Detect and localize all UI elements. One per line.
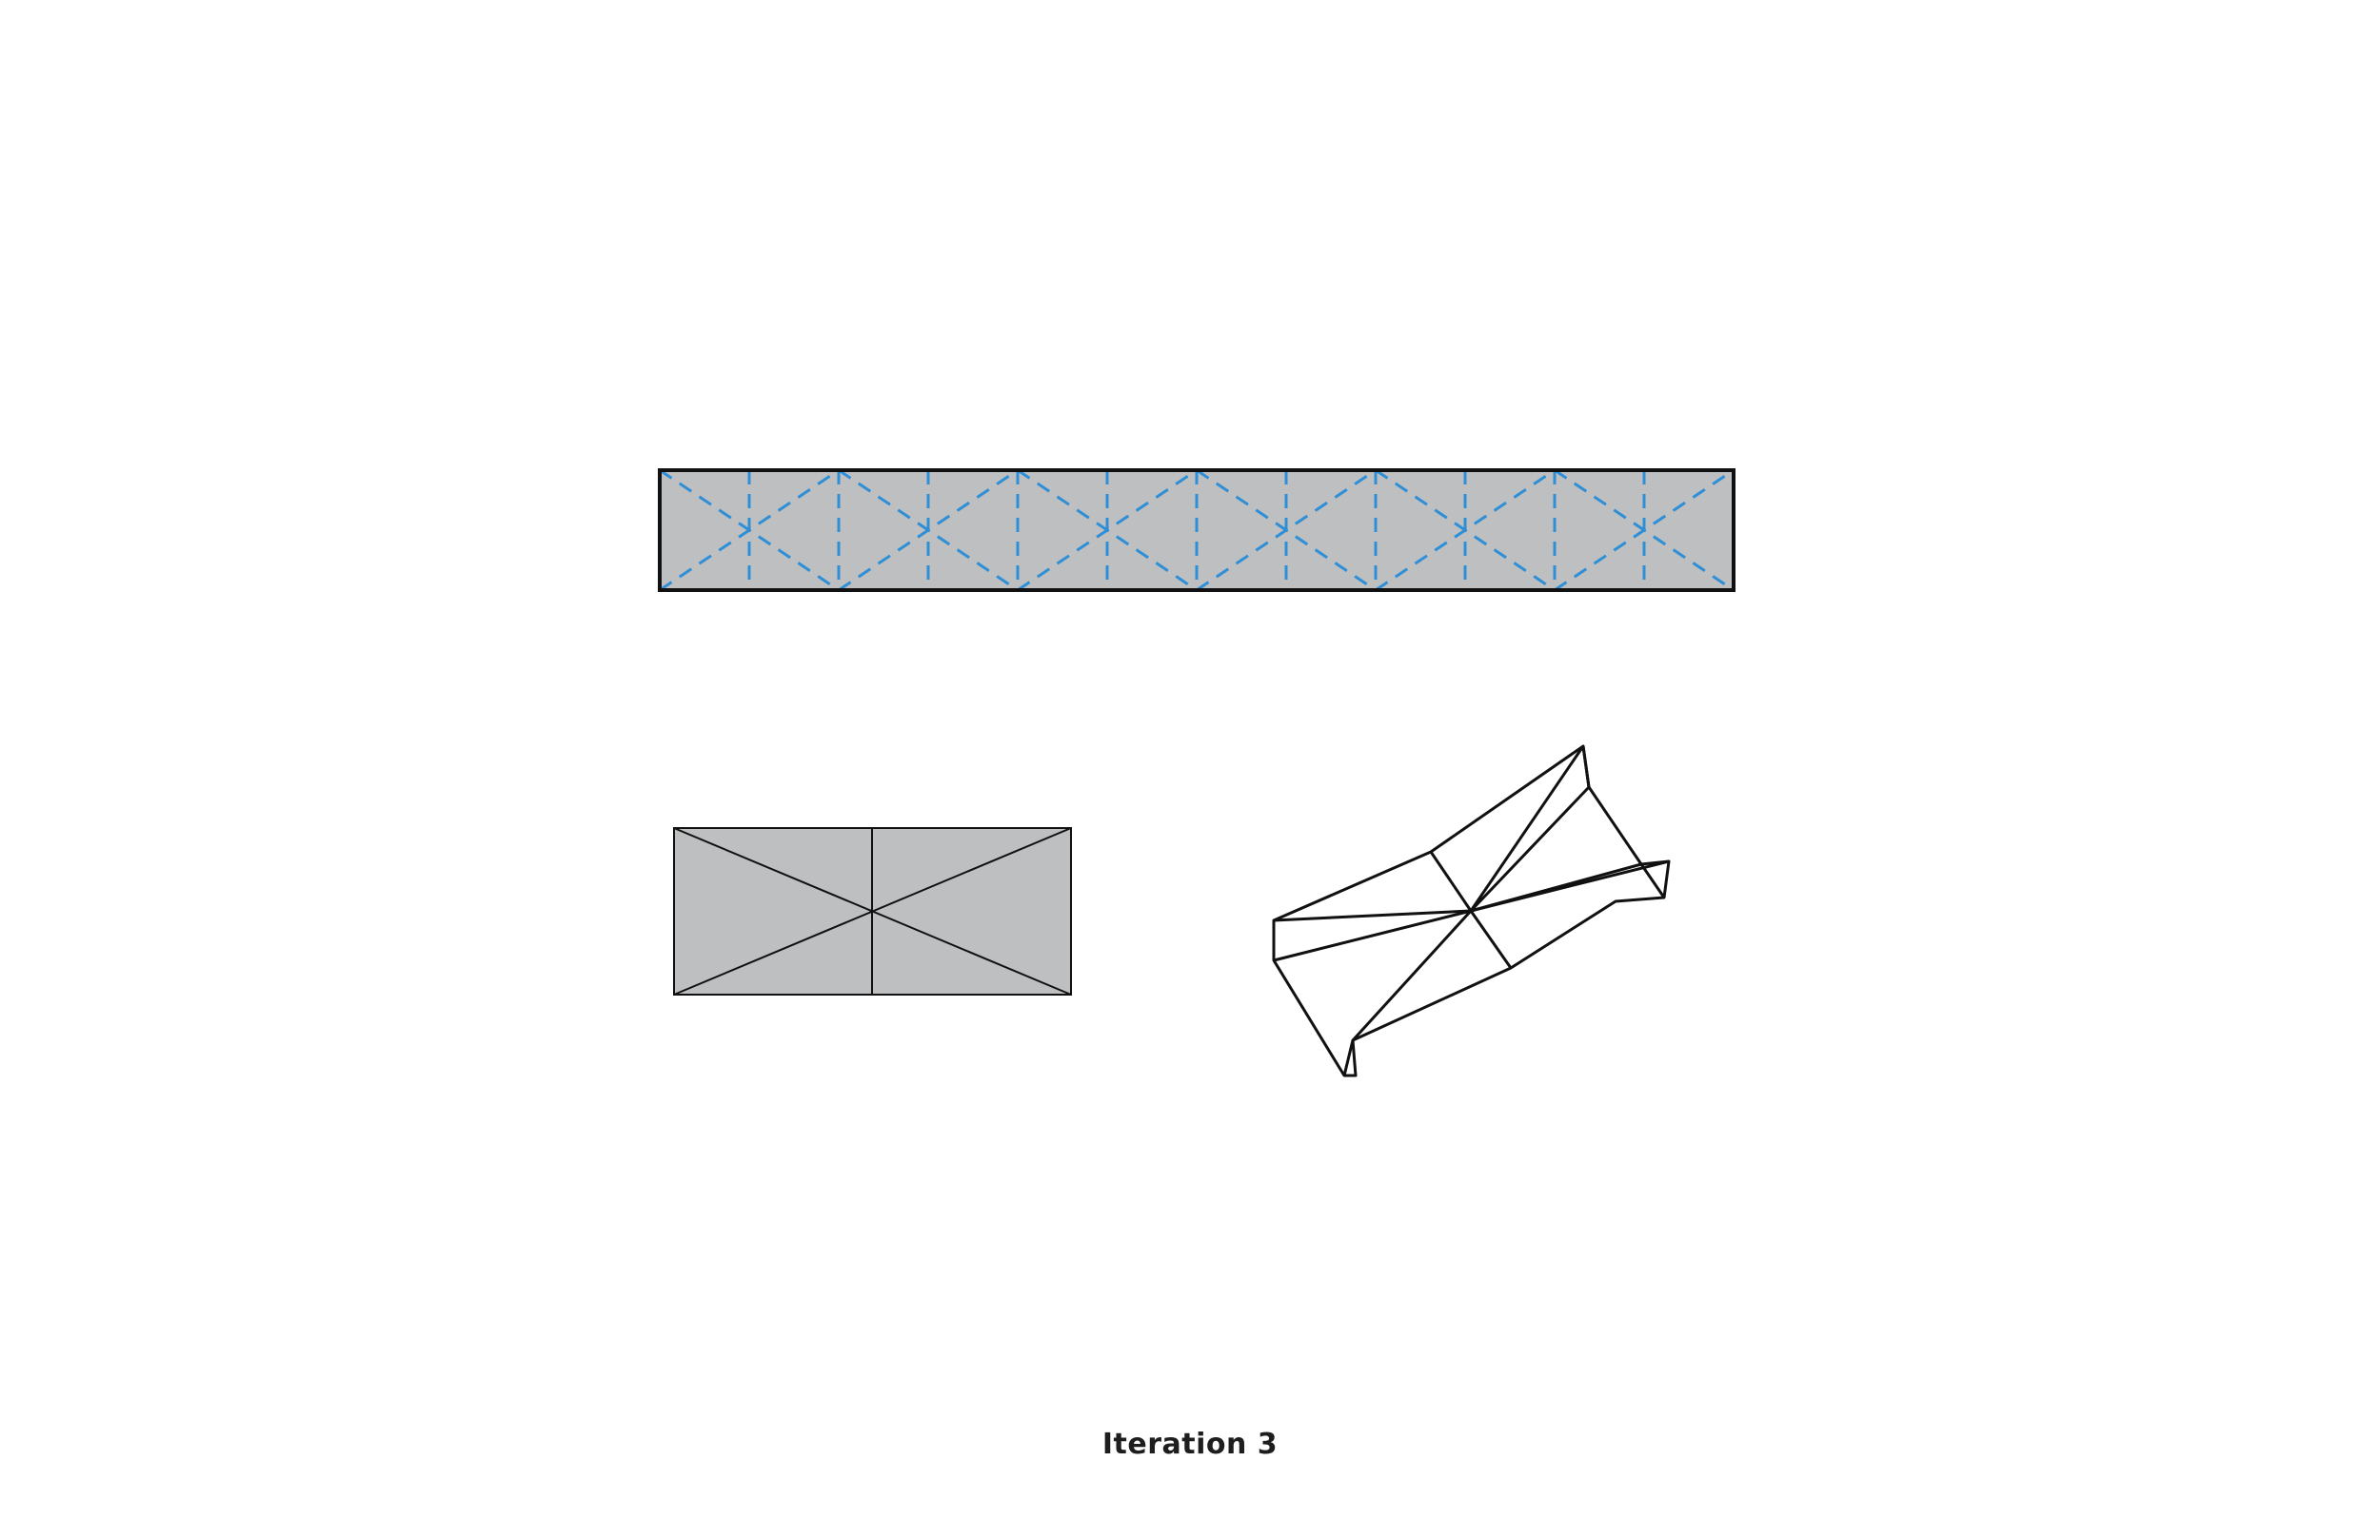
form-edge: [1273, 909, 1472, 962]
fold-line: [1196, 468, 1377, 592]
fold-line: [1017, 468, 1198, 592]
figure-caption: Iteration 3: [1101, 1428, 1279, 1461]
fold-line: [1554, 468, 1735, 592]
form-edge: [1273, 909, 1472, 922]
form-edge: [1469, 745, 1585, 912]
folded-plan: [673, 827, 1072, 996]
form-edge: [1581, 745, 1591, 788]
fold-line: [659, 468, 840, 592]
fold-line: [838, 468, 1019, 592]
form-edge: [1469, 910, 1513, 969]
fold-line: [1375, 468, 1556, 592]
form-edge: [1429, 851, 1473, 912]
strip-outline: [658, 468, 1735, 592]
fold-lines: [659, 468, 1735, 592]
folded-form-axonometric: [1272, 744, 1671, 1077]
form-edge: [1342, 1039, 1355, 1076]
crease-pattern-strip: [658, 468, 1735, 592]
form-edge: [1470, 862, 1642, 913]
form-edge: [1639, 863, 1666, 898]
form-edge: [1351, 909, 1473, 1042]
form-edge: [1469, 785, 1591, 913]
